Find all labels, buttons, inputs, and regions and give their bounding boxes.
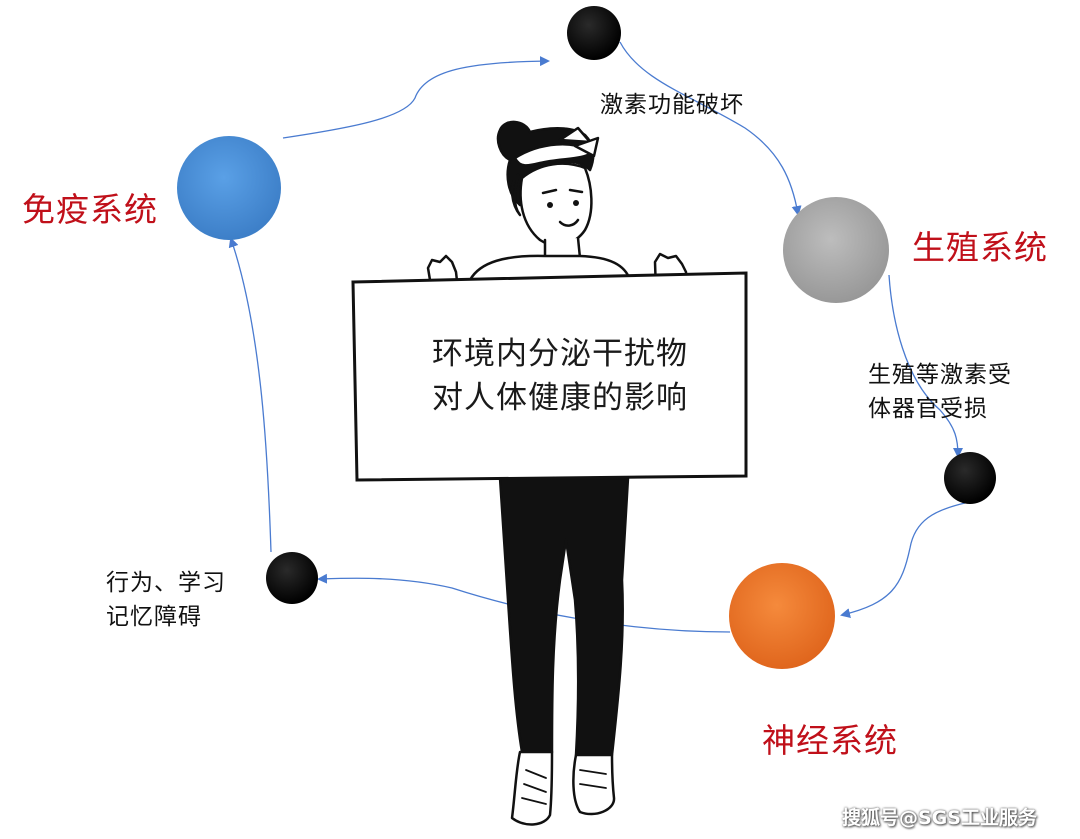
reproductive-system-label: 生殖系统 (912, 228, 1048, 267)
watermark: 搜狐号@SGS工业服务 (842, 807, 1037, 829)
arrow-reproductive-to-receptor (888, 274, 963, 458)
hormone-function-label: 激素功能破坏 (600, 92, 744, 118)
behavior-memory-line2: 记忆障碍 (106, 604, 202, 630)
receptor-damage-line2: 体器官受损 (868, 396, 988, 422)
receptor-damage-line1: 生殖等激素受 (868, 362, 1012, 388)
nervous-system-node (729, 563, 835, 669)
receptor-damage-label: 生殖等激素受 体器官受损 (868, 358, 1012, 426)
arrow-hormone-to-reproductive (619, 41, 802, 216)
arrow-behavior-to-immune (228, 237, 272, 553)
arrow-receptor-to-nervous (840, 502, 966, 618)
cycle-arrows (228, 41, 966, 633)
receptor-effect-node (944, 452, 996, 504)
reproductive-system-node (783, 197, 889, 303)
behavior-memory-line1: 行为、学习 (106, 570, 226, 596)
nervous-system-label: 神经系统 (762, 721, 898, 760)
person-illustration (426, 120, 688, 826)
immune-system-label: 免疫系统 (22, 190, 158, 229)
arrow-nervous-to-behavior (317, 573, 731, 633)
sign-title-line1: 环境内分泌干扰物 (432, 336, 688, 372)
hormone-effect-node (567, 6, 621, 60)
immune-system-node (177, 136, 281, 240)
behavior-memory-label: 行为、学习 记忆障碍 (106, 566, 226, 634)
sign-board (351, 271, 748, 482)
sign-title: 环境内分泌干扰物 对人体健康的影响 (432, 332, 688, 420)
arrow-immune-to-hormone (282, 56, 550, 139)
behavior-effect-node (266, 552, 318, 604)
sign-title-line2: 对人体健康的影响 (432, 380, 688, 416)
